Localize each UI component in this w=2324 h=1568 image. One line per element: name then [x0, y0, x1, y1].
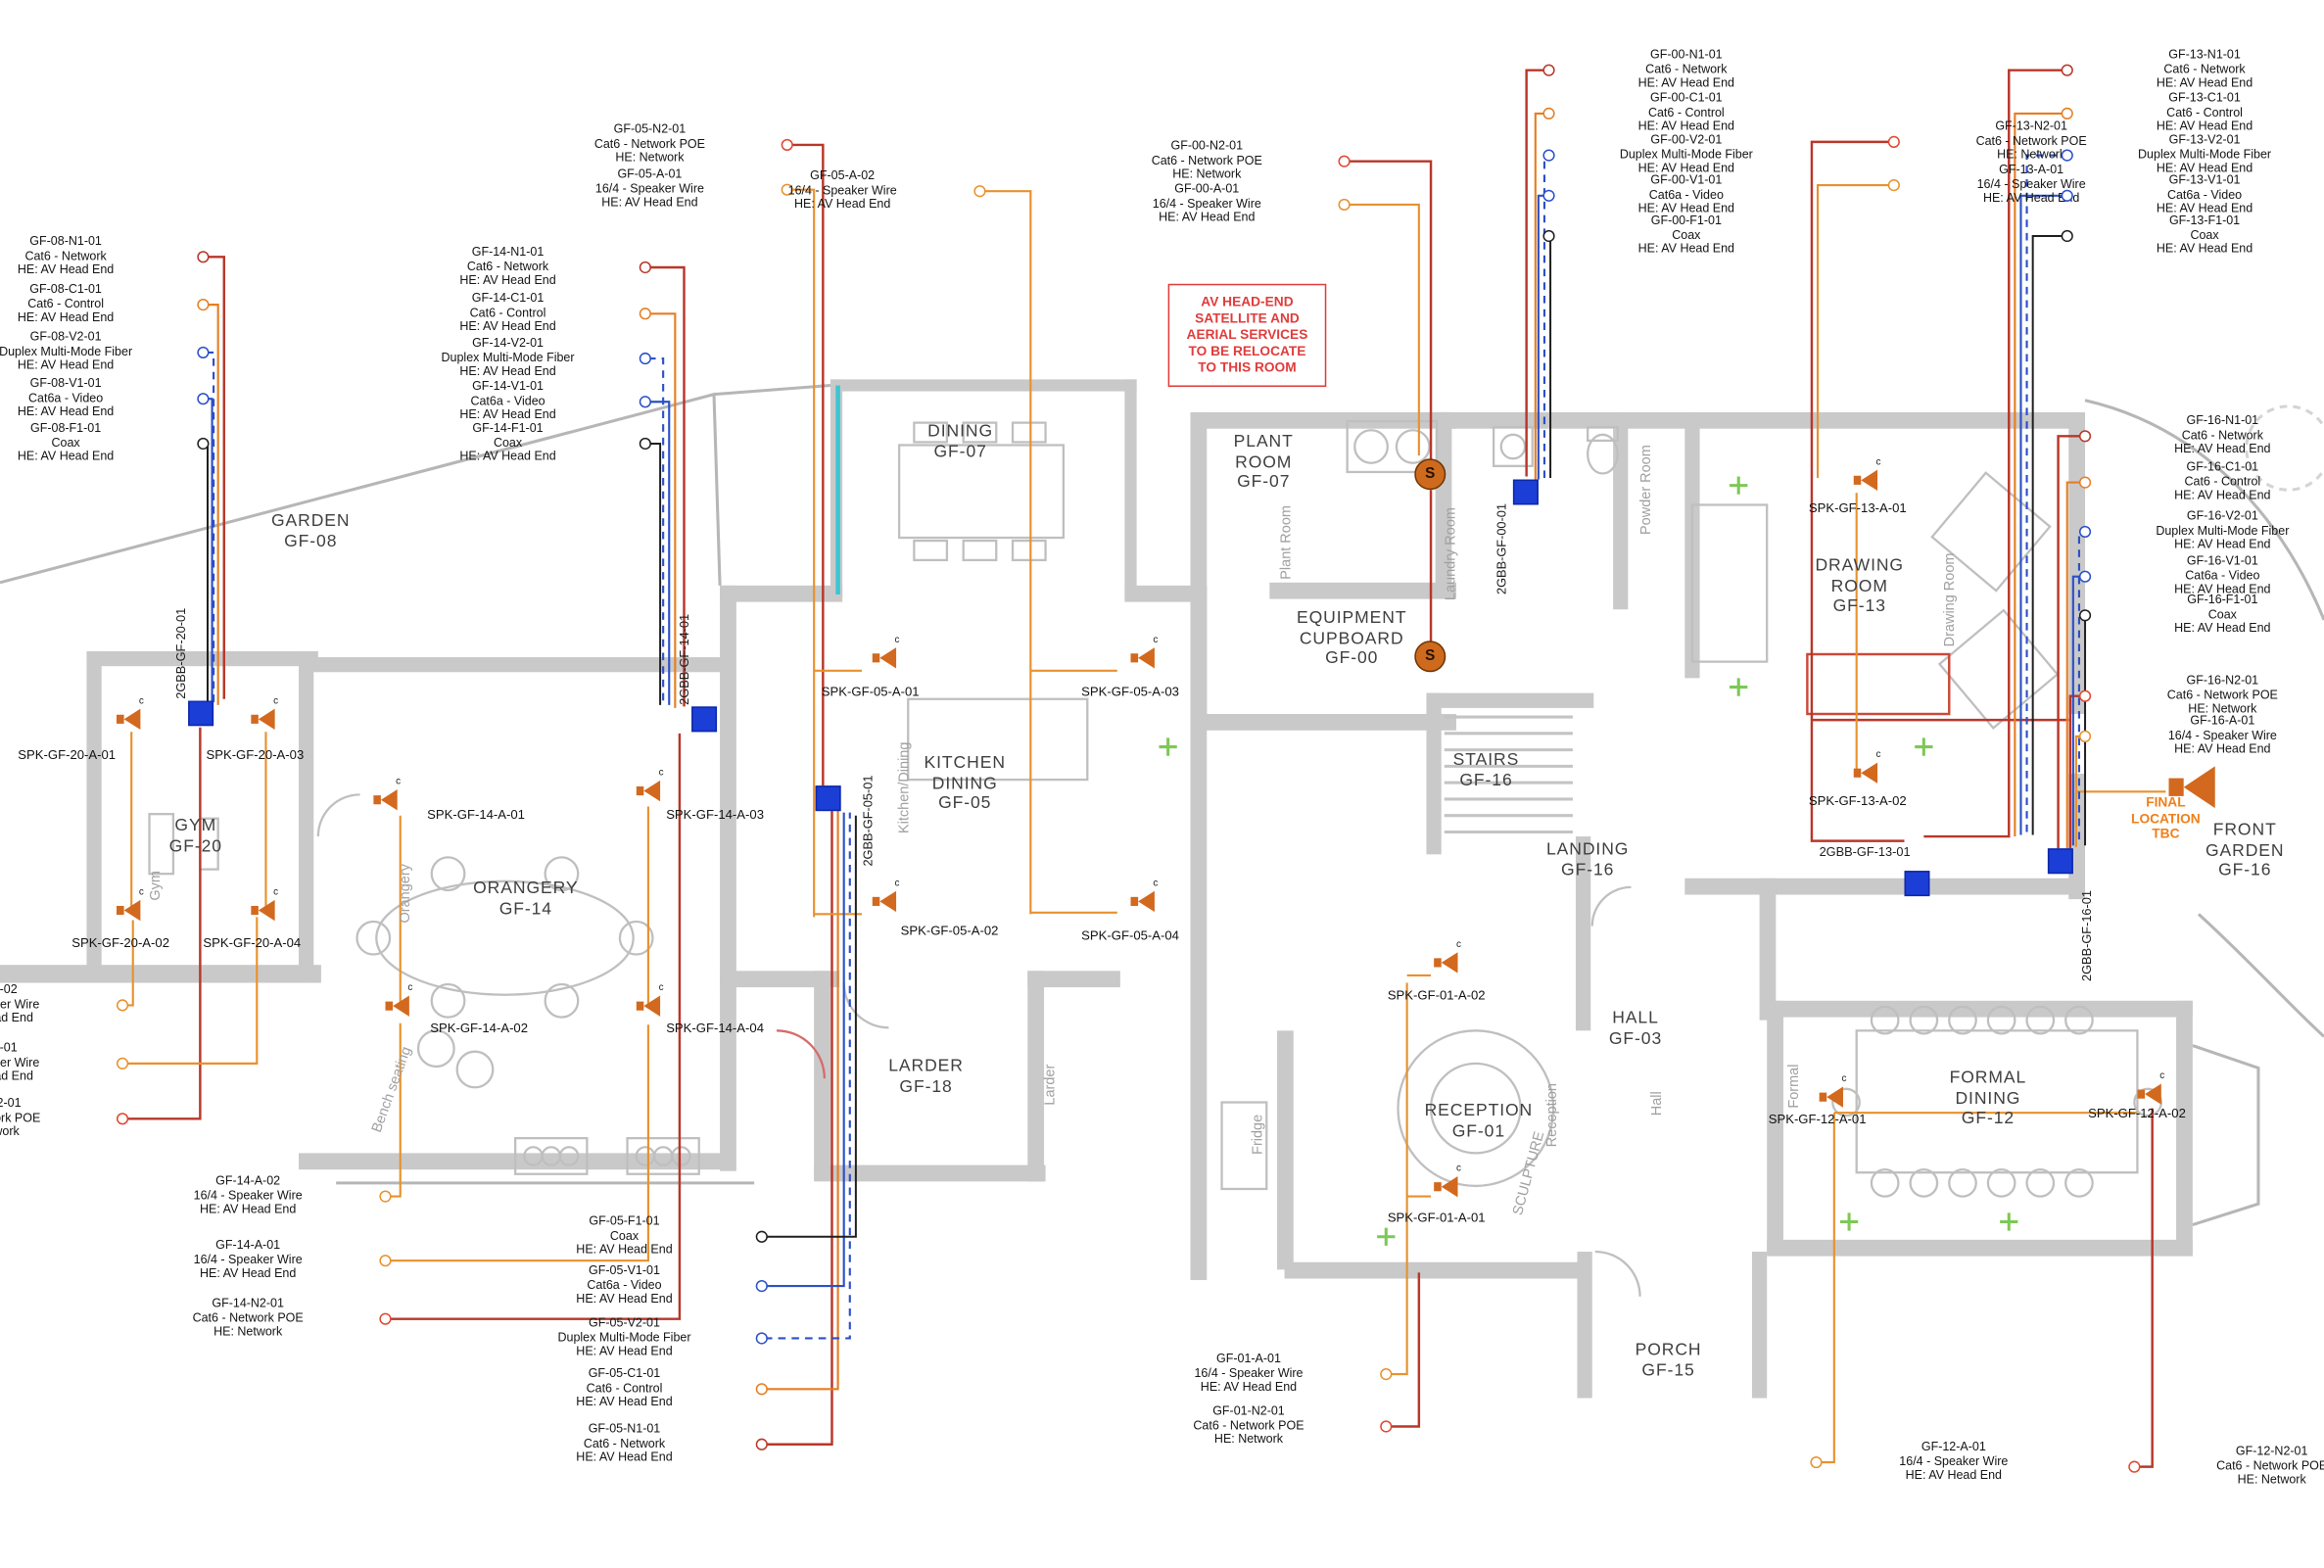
control-wires [206, 112, 2089, 1391]
note-line: FINAL [2146, 794, 2186, 810]
note-line: AV HEAD-END [1201, 294, 1294, 309]
network-wires [125, 69, 2154, 1468]
stairs-lines [1444, 715, 1573, 834]
coffee-table-outline [1806, 652, 1951, 716]
av-headend-relocation-note: AV HEAD-END SATELLITE AND AERIAL SERVICE… [1167, 283, 1327, 388]
note-line: LOCATION [2131, 810, 2201, 826]
site-boundary-lines [0, 383, 2324, 1227]
final-location-note: FINAL LOCATION TBC [2127, 794, 2205, 841]
tree-outline [2245, 404, 2324, 492]
walls-layer [0, 379, 2193, 1399]
video-wires [206, 194, 2089, 1288]
note-line: TBC [2152, 826, 2180, 841]
wiring-layer [125, 69, 2166, 1468]
green-cross-markers [1159, 476, 2018, 1246]
note-line: SATELLITE AND [1195, 310, 1300, 326]
speaker-icon-large [2168, 765, 2219, 817]
door-swing-arc [777, 1029, 826, 1079]
note-line: TO BE RELOCATE [1188, 343, 1306, 359]
note-line: TO THIS ROOM [1198, 359, 1297, 375]
coax-wires [206, 234, 2089, 1238]
note-line: AERIAL SERVICES [1186, 326, 1308, 343]
furniture-layer [148, 419, 2162, 1297]
speaker-wires [125, 184, 2166, 1464]
